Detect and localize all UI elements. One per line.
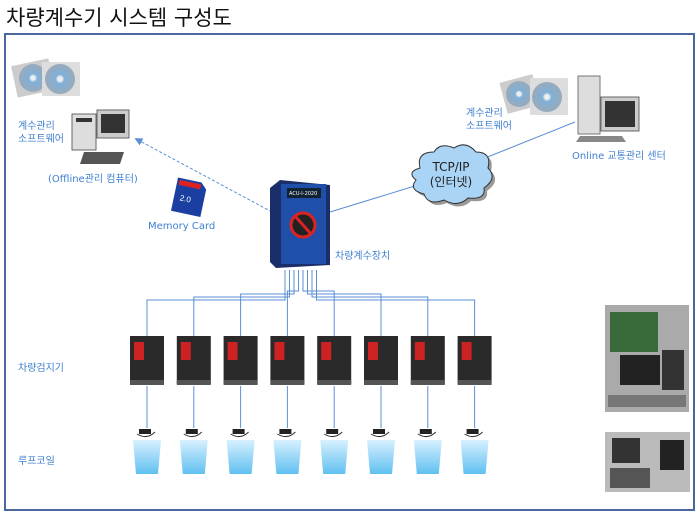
detector-panel (321, 342, 332, 360)
detector-panel (461, 342, 472, 360)
detector-base (130, 380, 164, 385)
loop-coil-icon (460, 429, 489, 474)
detector-panel (134, 342, 144, 360)
loop-coil-icon (367, 429, 395, 474)
detector-panel (414, 342, 425, 360)
network-cloud-icon (411, 144, 496, 207)
memory-card-link (134, 138, 273, 213)
bus-line (146, 270, 286, 336)
loop-coil-cap (232, 429, 245, 434)
network-label: TCP/IP (인터넷) (412, 160, 490, 190)
vehicle-detector (176, 336, 211, 428)
network-line2: (인터넷) (429, 175, 473, 189)
network-link (329, 184, 419, 213)
offline-software-label: 계수관리 소프트웨어 (18, 120, 64, 146)
detector-panel (180, 342, 191, 360)
network-line1: TCP/IP (432, 160, 470, 174)
detector-base (457, 380, 492, 385)
detector-base (223, 380, 258, 385)
detector-base (364, 380, 398, 385)
detector-base (410, 380, 445, 385)
loop-coil-bucket (273, 440, 302, 474)
memory-card-icon: 2.0 (170, 177, 207, 217)
controller-device-icon: ACU-I-2020 (270, 180, 330, 268)
online-center-label: Online 교통관리 센터 (572, 151, 666, 162)
svg-text:ACU-I-2020: ACU-I-2020 (289, 191, 317, 197)
loop-coil-bucket (320, 440, 349, 474)
online-software-cd-icon (499, 74, 568, 115)
loop-coil-bucket (226, 440, 255, 474)
loop-coil-bucket (460, 440, 489, 474)
detector-base (270, 380, 305, 385)
loop-coil-bucket (367, 440, 395, 474)
offline-computer-icon (71, 109, 130, 164)
online-link (479, 121, 576, 161)
bus-line (316, 270, 476, 336)
loop-coil-cap (139, 429, 151, 434)
bus-line (193, 270, 290, 336)
online-software-line2: 소프트웨어 (466, 121, 512, 132)
loop-coil-icon (179, 429, 208, 474)
detector-panel (274, 342, 285, 360)
svg-text:2.0: 2.0 (179, 193, 192, 204)
vehicle-detector (410, 336, 445, 428)
loop-coil-icon (226, 429, 255, 474)
loop-coil-wire (417, 431, 437, 438)
loop-coil-cap (185, 429, 198, 434)
loop-coil-label: 루프코일 (18, 456, 55, 467)
loop-coil-wire (230, 431, 249, 438)
vehicle-detector (457, 336, 492, 428)
offline-software-line2: 소프트웨어 (18, 134, 64, 145)
loop-coil-cap (419, 429, 432, 434)
loop-coil-cap (373, 429, 385, 434)
bus-line (311, 270, 429, 336)
vehicle-detector (317, 336, 352, 428)
loop-coil-wire (464, 431, 483, 438)
loop-coil-bucket (133, 440, 161, 474)
memory-card-label: Memory Card (148, 221, 216, 232)
loop-coil-cap (466, 429, 479, 434)
controller-label: 차량계수장치 (335, 251, 391, 262)
detector-bus (146, 270, 476, 336)
bus-line (307, 270, 382, 336)
online-software-label: 계수관리 소프트웨어 (466, 107, 512, 133)
loop-coil-bucket (179, 440, 208, 474)
offline-software-line1: 계수관리 (18, 121, 55, 132)
vehicle-detector (270, 336, 305, 428)
detector-base (176, 380, 211, 385)
bus-line (240, 270, 295, 336)
bus-line (286, 270, 299, 336)
loop-coil-wire (136, 431, 156, 438)
loop-coil-bucket (413, 440, 442, 474)
loop-coil-wire (277, 431, 296, 438)
loop-coil-icon (413, 429, 442, 474)
software-cd-icon (11, 58, 80, 98)
vehicle-detector (130, 336, 164, 428)
vehicle-detector (223, 336, 258, 428)
vehicle-detector (364, 336, 398, 428)
cabinet-photo-1 (605, 305, 689, 412)
loop-coil-icon (320, 429, 349, 474)
loop-coil-cap (326, 429, 339, 434)
loop-coil-icon (133, 429, 161, 474)
loop-coil-cap (279, 429, 292, 434)
cabinet-photo-2 (605, 432, 690, 492)
loop-coil-wire (323, 431, 343, 438)
detector-base (317, 380, 352, 385)
loop-coil-wire (183, 431, 203, 438)
detector-label: 차량검지기 (18, 363, 64, 374)
loop-coil-wire (370, 431, 390, 438)
detector-panel (368, 342, 378, 360)
loop-coil-icon (273, 429, 302, 474)
page-title: 차량계수기 시스템 구성도 (6, 6, 232, 30)
online-computer-icon (576, 75, 640, 142)
detector-panel (227, 342, 238, 360)
offline-computer-label: (Offline관리 컴퓨터) (48, 174, 138, 185)
diagram-frame (4, 33, 695, 511)
online-software-line1: 계수관리 (466, 108, 503, 119)
bus-line (302, 270, 335, 336)
